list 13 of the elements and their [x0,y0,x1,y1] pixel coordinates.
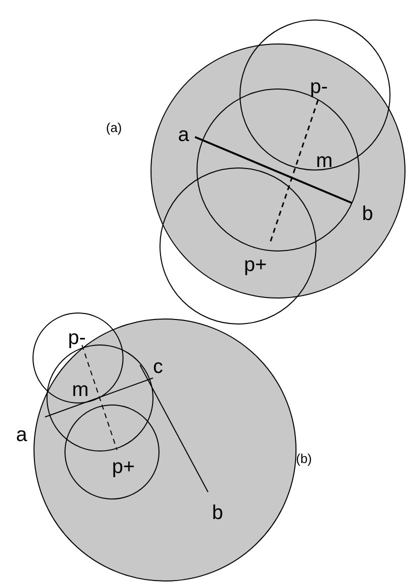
point-label: p+ [244,255,267,275]
point-label: p- [68,328,86,348]
point-label: b [362,204,374,224]
point-label: a [16,425,28,445]
point-label: m [316,151,333,171]
point-label: m [72,380,89,400]
panel-label: (b) [296,452,312,465]
point-label: b [212,503,224,523]
point-label: c [153,357,163,377]
point-label: a [178,125,190,145]
panel-label: (a) [106,121,122,134]
point-label: p- [310,77,328,97]
point-label: p+ [112,457,135,477]
